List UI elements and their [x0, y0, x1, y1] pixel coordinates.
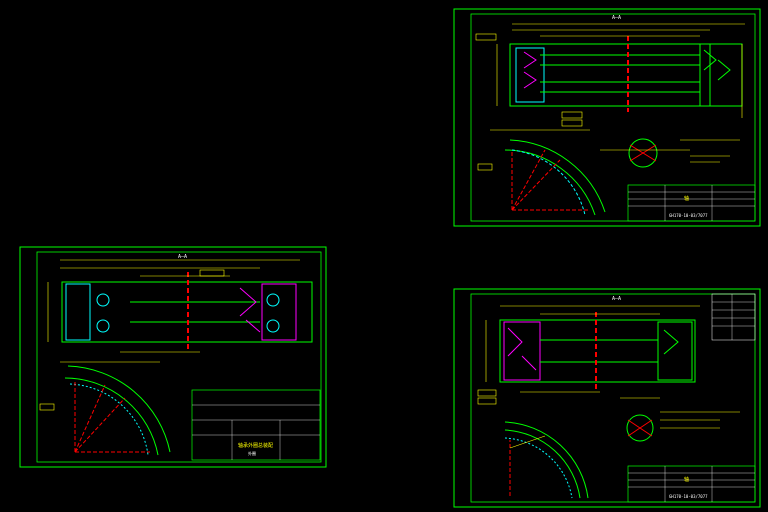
sheet-bottom-right-drawing-number: GH170-10-03/7077 — [669, 494, 708, 499]
sheet-bottom-right: A—A — [453, 288, 761, 508]
sheet-bottom-right-detail-view — [620, 397, 740, 442]
sheet-top-right-arc-view — [477, 129, 606, 216]
sheet-left-inner-frame — [36, 251, 322, 463]
sheet-left-arc-view — [39, 361, 171, 456]
sheet-left: A—A 轴承外圈总装配 外圈 — [19, 246, 327, 468]
sheet-bottom-right-inner-frame — [470, 293, 756, 503]
sheet-left-drawing-number: 外圈 — [248, 450, 256, 456]
sheet-top-right-section-label: A—A — [612, 15, 621, 21]
sheet-left-section-view: A—A — [47, 254, 313, 353]
sheet-bottom-right-section-label: A—A — [612, 296, 621, 302]
sheet-bottom-right-arc-view — [504, 421, 589, 499]
sheet-bottom-right-parts-table — [711, 293, 756, 341]
sheet-top-right-title-block: 轴 GH170-10-03/7077 — [627, 184, 756, 222]
sheet-top-right-detail-view — [600, 138, 740, 168]
sheet-bottom-right-section-view: A—A — [477, 296, 700, 405]
sheet-top-right-title: 轴 — [684, 195, 689, 202]
sheet-top-right-outer-frame — [453, 8, 761, 227]
sheet-left-section-label: A—A — [178, 254, 187, 260]
sheet-bottom-right-title: 轴 — [684, 476, 689, 483]
sheet-top-right-inner-frame — [470, 13, 756, 222]
sheet-top-right-drawing-number: GH170-10-03/7077 — [669, 213, 708, 218]
sheet-bottom-right-outer-frame — [453, 288, 761, 508]
sheet-bottom-right-title-block: 轴 GH170-10-03/7077 — [627, 465, 756, 503]
sheet-top-right: A—A — [453, 8, 761, 227]
sheet-left-outer-frame — [19, 246, 327, 468]
sheet-top-right-section-view: A—A — [475, 15, 745, 127]
sheet-left-title: 轴承外圈总装配 — [238, 442, 273, 449]
sheet-left-title-block: 轴承外圈总装配 外圈 — [191, 389, 321, 461]
